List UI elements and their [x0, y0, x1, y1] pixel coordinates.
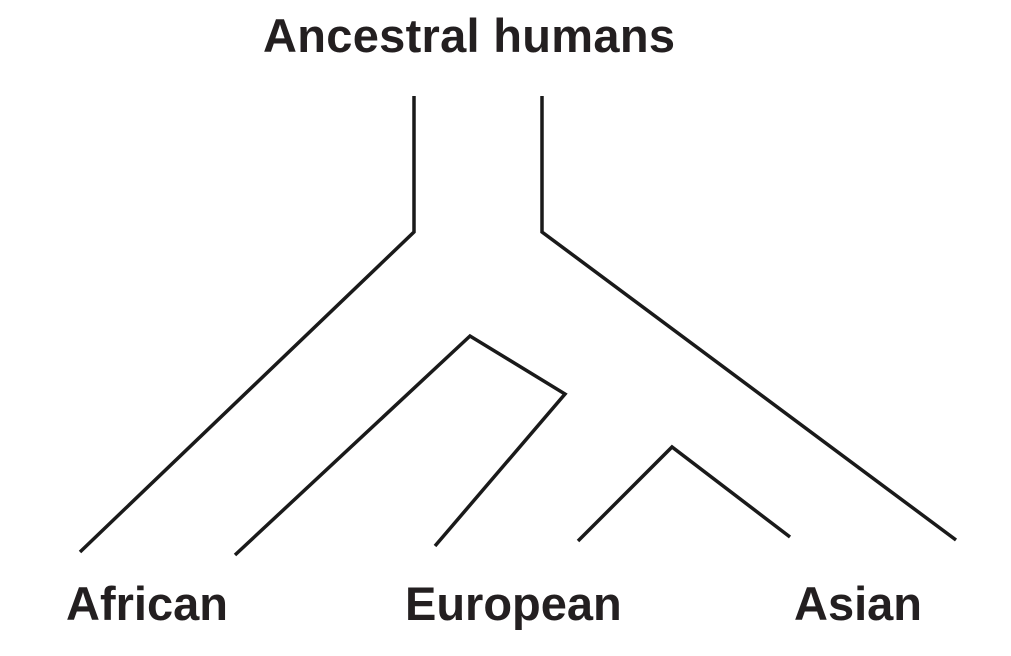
african-eurasian-split-branch — [233, 333, 568, 557]
leaf-label-european: European — [405, 577, 622, 630]
european-asian-split-branch — [576, 444, 792, 543]
tree-trunk-right-edge — [540, 96, 958, 542]
leaf-label-asian: Asian — [794, 577, 922, 630]
tree-trunk-left-edge — [78, 96, 416, 554]
leaf-label-african: African — [66, 577, 228, 630]
diagram-title: Ancestral humans — [263, 9, 676, 62]
